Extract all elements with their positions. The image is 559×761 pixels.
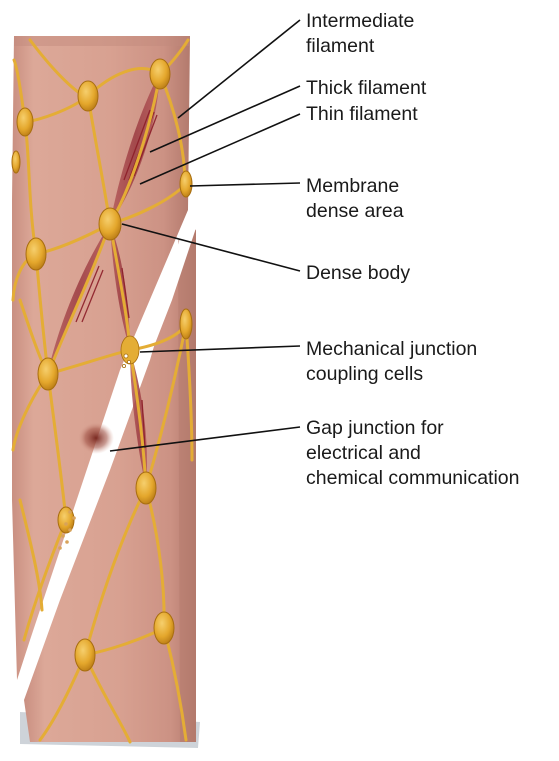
leader-membrane-dense-area bbox=[189, 182, 301, 187]
label-gap-junction-line1: Gap junction for bbox=[306, 417, 444, 439]
label-intermediate-filament: Intermediate filament bbox=[306, 9, 414, 59]
leader-thick-filament bbox=[149, 85, 301, 153]
cell-top-rim bbox=[14, 36, 190, 46]
label-mechanical-junction-line2: coupling cells bbox=[306, 363, 424, 385]
label-membrane-dense-area: Membrane dense area bbox=[306, 174, 404, 224]
label-intermediate-filament-line1: Intermediate bbox=[306, 10, 415, 32]
label-gap-junction-line2: electrical and bbox=[306, 442, 421, 464]
label-mechanical-junction-line1: Mechanical junction bbox=[306, 338, 478, 360]
label-thick-filament: Thick filament bbox=[306, 77, 427, 99]
label-mechanical-junction: Mechanical junction coupling cells bbox=[306, 337, 477, 387]
intercellular-cleft bbox=[18, 212, 196, 690]
leader-lines bbox=[109, 19, 301, 452]
lower-junction-dots bbox=[58, 510, 76, 550]
leader-thin-filament bbox=[139, 113, 301, 185]
label-gap-junction: Gap junction for electrical and chemical… bbox=[306, 416, 520, 491]
leader-gap-junction bbox=[109, 426, 301, 452]
leader-dense-body bbox=[121, 223, 301, 272]
leader-intermediate-filament bbox=[177, 19, 301, 119]
membrane-dense-areas bbox=[11, 150, 193, 340]
label-membrane-dense-area-line1: Membrane bbox=[306, 175, 400, 197]
label-thin-filament: Thin filament bbox=[306, 103, 418, 125]
label-intermediate-filament-line2: filament bbox=[306, 35, 375, 57]
right-edge-shade bbox=[178, 230, 196, 742]
label-dense-body: Dense body bbox=[306, 262, 411, 284]
label-membrane-dense-area-line2: dense area bbox=[306, 200, 404, 222]
gap-junction bbox=[78, 422, 114, 454]
label-gap-junction-line3: chemical communication bbox=[306, 467, 520, 489]
dense-bodies bbox=[16, 58, 175, 672]
leader-mechanical-junction bbox=[139, 345, 301, 353]
mechanical-junction bbox=[120, 335, 140, 368]
